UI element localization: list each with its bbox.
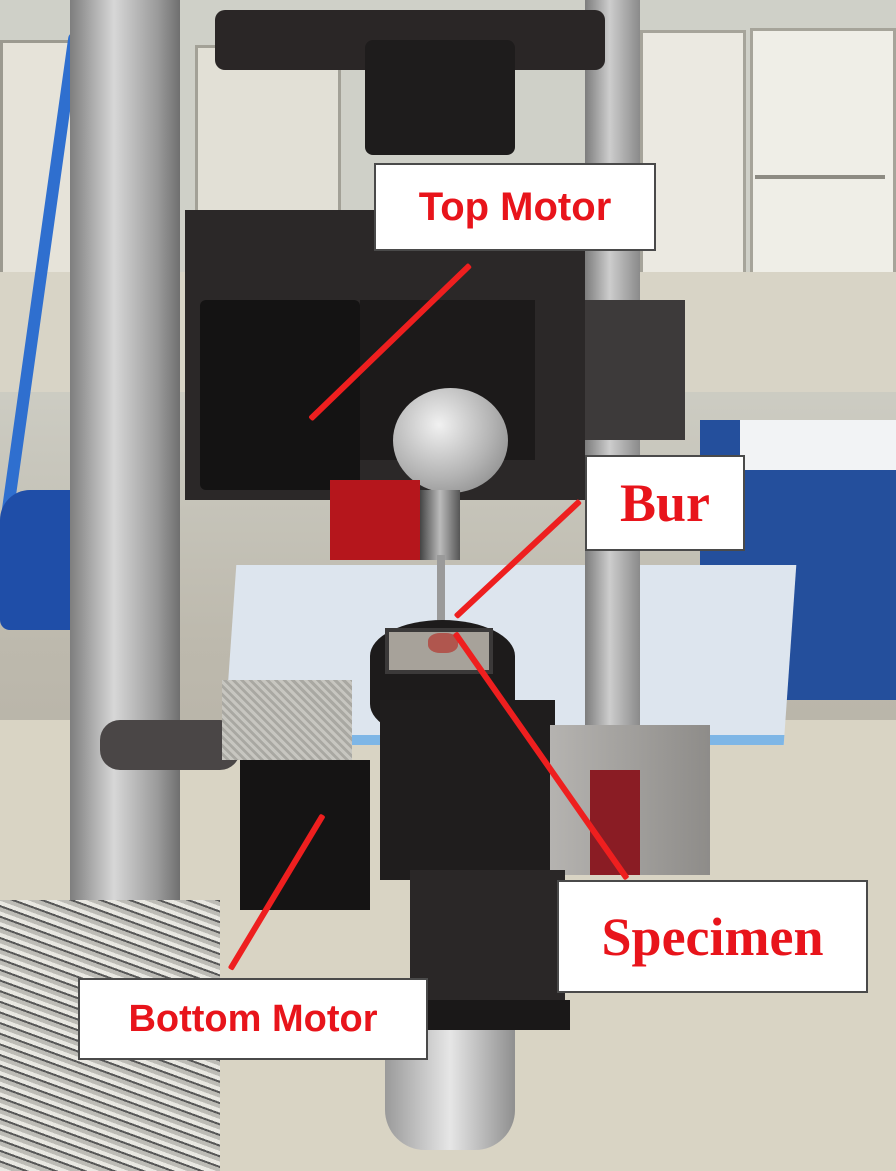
cabinet-right-1: [640, 30, 746, 276]
label-top-motor-text: Top Motor: [418, 184, 612, 229]
bottom-motor-body: [240, 760, 370, 910]
cabinet-right-2: [750, 28, 896, 276]
xy-stage: [380, 700, 555, 880]
label-top-motor: Top Motor: [374, 163, 656, 251]
spindle-disc: [393, 388, 508, 493]
power-supply: [222, 680, 352, 760]
label-bur: Bur: [585, 455, 745, 551]
lower-stage: [410, 870, 565, 1020]
bur-tip: [437, 555, 445, 625]
label-bottom-motor-text: Bottom Motor: [128, 997, 378, 1040]
label-bottom-motor: Bottom Motor: [78, 978, 428, 1060]
cabinet-shelf: [755, 175, 885, 179]
red-container: [330, 480, 420, 560]
label-specimen: Specimen: [557, 880, 868, 993]
label-bur-text: Bur: [619, 473, 711, 533]
stepper-motor-top: [585, 300, 685, 440]
bur-shaft: [420, 490, 460, 560]
cabinet-top-white: [740, 420, 896, 470]
specimen-sample: [428, 633, 458, 653]
label-specimen-text: Specimen: [601, 906, 824, 967]
column-clamp: [100, 720, 240, 770]
load-cell: [365, 40, 515, 155]
